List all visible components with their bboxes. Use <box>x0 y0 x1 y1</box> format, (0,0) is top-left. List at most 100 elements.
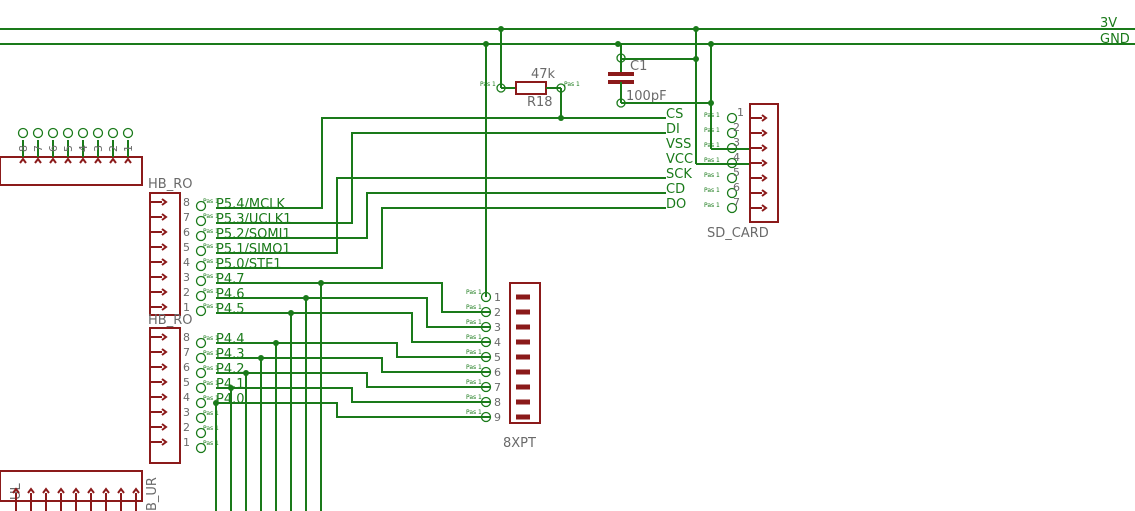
hb-ro-lower-pin-tip <box>161 348 168 356</box>
hb-ro-upper-pin-tip <box>161 258 168 266</box>
pad-ring <box>195 367 207 379</box>
sd-card-name: SD_CARD <box>707 226 769 241</box>
pad-label: Pas 1 <box>203 303 219 310</box>
wire-do <box>216 207 666 269</box>
pad-ring <box>195 200 207 212</box>
pad-ring <box>195 427 207 439</box>
top-left-pin-number: 2 <box>107 145 120 152</box>
top-left-pin-number: 3 <box>92 145 105 152</box>
pad-label: Pas 1 <box>203 350 219 357</box>
pad-ring <box>195 245 207 257</box>
pad-ring <box>195 337 207 349</box>
pad-label: Pas 1 <box>466 334 482 341</box>
pad-label: Pas 1 <box>466 364 482 371</box>
hb-ro-upper-pin-tip <box>161 198 168 206</box>
pad-ring <box>195 275 207 287</box>
top-left-pin-tip <box>109 157 117 164</box>
pad-label: Pas 1 <box>564 81 580 88</box>
hb-ro-upper-pin-tip <box>161 288 168 296</box>
wire-sck <box>216 177 666 254</box>
pad-ring <box>17 127 29 139</box>
hb-ro-lower-pin-tip <box>161 408 168 416</box>
hb-ro-lower-header[interactable] <box>149 327 181 464</box>
pad-ring <box>195 230 207 242</box>
hb-ro-lower-pin-tip <box>161 393 168 401</box>
pad-label: Pas 1 <box>203 410 219 417</box>
pad-ring <box>92 127 104 139</box>
top-left-pin-tip <box>19 157 27 164</box>
sd-card-signal-do: DO <box>666 197 686 212</box>
bottom-left-header[interactable] <box>0 470 143 502</box>
sd-card-signal-cd: CD <box>666 182 685 197</box>
top-left-header[interactable] <box>0 156 143 186</box>
hb-ro-upper-pin-number: 7 <box>183 211 190 224</box>
vcc-label: 3V <box>1100 16 1117 31</box>
sd-card-pin-tip <box>761 189 768 197</box>
hb-ro-lower-pin-tip <box>161 363 168 371</box>
hb-ro-upper-pin-tip <box>161 303 168 311</box>
pad-ring <box>726 127 738 139</box>
pad-ring <box>195 412 207 424</box>
sd-card-pin-tip <box>761 174 768 182</box>
hb-ro-lower-pin-number: 3 <box>183 406 190 419</box>
hb-ro-upper-signal: P4.6 <box>216 287 245 302</box>
hb-ro-lower-pin-tip <box>161 333 168 341</box>
pad-ring <box>726 187 738 199</box>
resistor-r18[interactable]: 47k R18 Pas 1 Pas 1 <box>480 29 580 118</box>
hb-ro-lower-pin-number: 8 <box>183 331 190 344</box>
hb-ro-lower-pin-number: 6 <box>183 361 190 374</box>
capacitor-c1[interactable]: C1 100pF <box>608 44 667 108</box>
hb-ro-upper-signal: P5.2/SOMI1 <box>216 227 291 242</box>
bottom-left-pin-tip <box>87 487 95 494</box>
conn-8xpt-pin-number: 4 <box>494 336 501 349</box>
top-left-pin-tip <box>34 157 42 164</box>
hb-ro-upper-pin-tip <box>161 228 168 236</box>
pad-ring <box>480 291 492 303</box>
pad-label: Pas 1 <box>203 335 219 342</box>
conn-8xpt-pin-number: 6 <box>494 366 501 379</box>
pad-label: Pas 1 <box>466 319 482 326</box>
pad-label: Pas 1 <box>203 198 219 205</box>
pad-label: Pas 1 <box>704 172 720 179</box>
conn-8xpt[interactable] <box>509 282 541 424</box>
hb-ro-upper-pin-number: 5 <box>183 241 190 254</box>
hb-ro-upper-signal: P5.4/MCLK <box>216 197 285 212</box>
junction <box>243 370 249 376</box>
sd-card-pin-number: 4 <box>733 151 740 164</box>
sd-card-pin-tip <box>761 204 768 212</box>
pad-ring <box>195 215 207 227</box>
junction <box>213 400 219 406</box>
conn-8xpt-pin-number: 9 <box>494 411 501 424</box>
hb-ro-upper-pin-number: 1 <box>183 301 190 314</box>
pad-label: Pas 1 <box>704 157 720 164</box>
wire-p45 <box>216 312 490 343</box>
hb-ro-upper-pin-number: 3 <box>183 271 190 284</box>
sd-card-signal-cs: CS <box>666 107 683 122</box>
pad-label: Pas 1 <box>466 349 482 356</box>
pad-label: Pas 1 <box>203 440 219 447</box>
top-left-pin-tip <box>94 157 102 164</box>
pad-label: Pas 1 <box>203 395 219 402</box>
hb-ro-lower-signal: P4.4 <box>216 332 245 347</box>
pad-label: Pas 1 <box>704 202 720 209</box>
pad-label: Pas 1 <box>203 380 219 387</box>
pad-ring <box>77 127 89 139</box>
hb-ro-upper-pin-number: 4 <box>183 256 190 269</box>
pad-label: Pas 1 <box>466 409 482 416</box>
sd-card-signal-sck: SCK <box>666 167 692 182</box>
sd-card-pin-number: 5 <box>733 166 740 179</box>
hb-ro-upper-header[interactable] <box>149 192 181 316</box>
junction <box>228 385 234 391</box>
pad-label: Pas 1 <box>203 243 219 250</box>
hb-ro-lower-pin-tip <box>161 438 168 446</box>
pad-label: Pas 1 <box>466 394 482 401</box>
gnd-label: GND <box>1100 32 1130 47</box>
sd-card-pin-tip <box>761 114 768 122</box>
sd-card-signal-di: DI <box>666 122 680 137</box>
hb-ro-upper-pin-number: 6 <box>183 226 190 239</box>
hb-ro-lower-signal: P4.2 <box>216 362 245 377</box>
wire-cs <box>216 117 666 209</box>
conn-8xpt-pin-number: 1 <box>494 291 501 304</box>
pad-ring <box>195 352 207 364</box>
wire-p44 <box>216 342 490 358</box>
